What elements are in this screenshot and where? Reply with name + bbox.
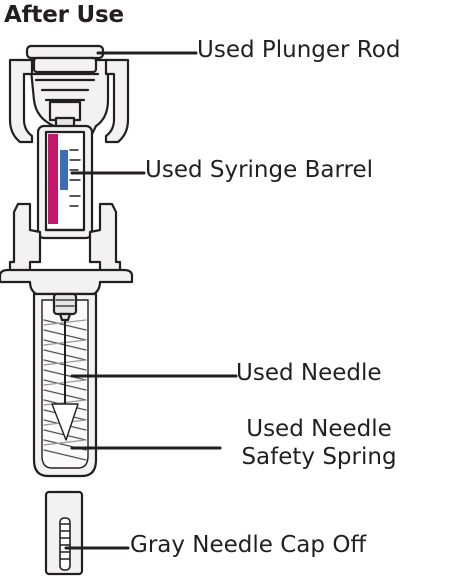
syringe-barrel bbox=[36, 124, 94, 240]
callout-safety-spring-line2: Safety Spring bbox=[241, 443, 397, 470]
callout-safety-spring-line1: Used Needle bbox=[246, 416, 392, 442]
gray-needle-cap bbox=[44, 490, 84, 576]
callout-used-plunger-rod: Used Plunger Rod bbox=[197, 37, 401, 63]
callout-used-needle: Used Needle bbox=[236, 360, 382, 386]
callout-safety-spring: Used Needle Safety Spring bbox=[222, 416, 416, 471]
leader-lines bbox=[64, 51, 238, 550]
callout-used-syringe-barrel: Used Syringe Barrel bbox=[145, 157, 373, 183]
needle bbox=[51, 312, 79, 441]
finger-flange bbox=[0, 202, 134, 296]
callout-gray-needle-cap-off: Gray Needle Cap Off bbox=[130, 532, 367, 558]
diagram-title: After Use bbox=[4, 2, 124, 28]
